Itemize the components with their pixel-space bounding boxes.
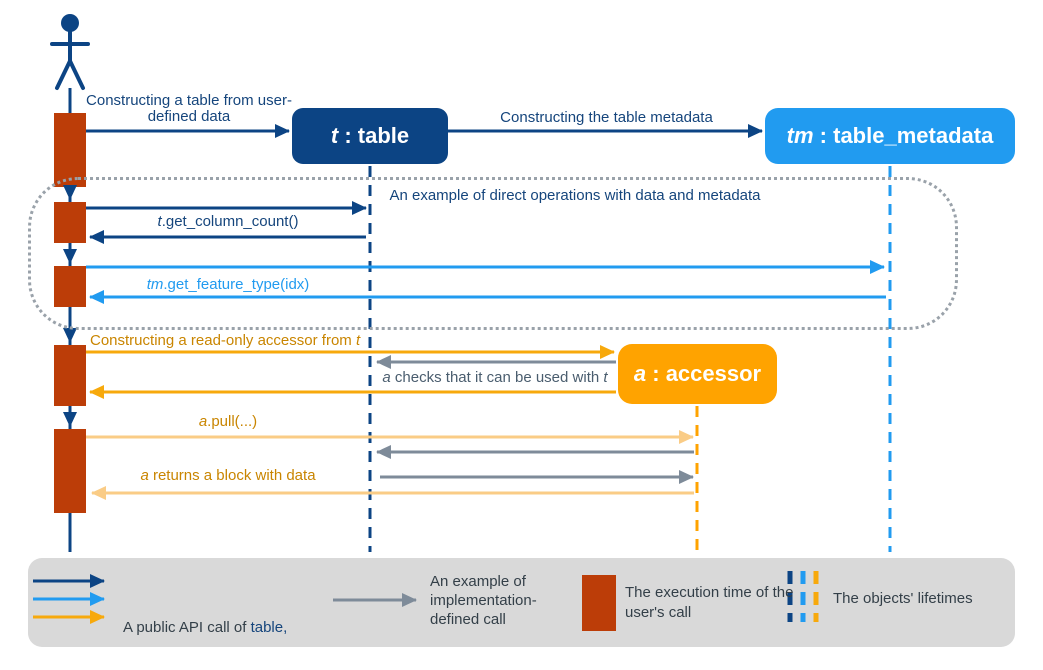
label-rest: .get_column_count() (161, 213, 299, 230)
actor-icon (50, 14, 90, 90)
object-separator: : (646, 361, 666, 386)
object-name: table (357, 123, 410, 148)
execution-block-5 (54, 429, 86, 513)
execution-block-4 (54, 345, 86, 406)
object-name: accessor (665, 361, 762, 386)
object-var: t (330, 123, 339, 148)
legend-text-part: A public API call of (123, 619, 251, 636)
label-get-column-count: t.get_column_count() (98, 214, 358, 230)
legend-exec-time-text: The execution time of the user's call (625, 584, 794, 621)
object-box-table: t : table (292, 108, 448, 164)
label-accessor-check: a checks that it can be used with t (378, 370, 612, 386)
label-var: a (382, 369, 391, 386)
object-box-accessor: a : accessor (618, 344, 777, 404)
legend-lifetimes-text: The objects' lifetimes (833, 590, 973, 607)
execution-block-1 (54, 113, 86, 187)
label-returns-block: a returns a block with data (98, 468, 358, 484)
label-text: checks that it can be used with (390, 369, 604, 386)
label-frame-title: An example of direct operations with dat… (389, 187, 761, 204)
label-var: a (198, 413, 208, 430)
label-rest: .pull(...) (207, 413, 258, 430)
object-box-table-metadata: tm : table_metadata (765, 108, 1015, 164)
object-separator: : (338, 123, 358, 148)
legend-impl-call-text: An example of implementation-defined cal… (430, 573, 537, 628)
legend-execution-swatch (582, 575, 616, 631)
object-separator: : (813, 123, 834, 148)
label-var: t (157, 213, 162, 230)
label-construct-metadata: Constructing the table metadata (500, 109, 713, 126)
label-var: t (355, 332, 361, 349)
object-name: table_metadata (833, 123, 994, 148)
legend-lifetime-swatch (787, 571, 819, 622)
legend-word-table: table, (250, 619, 288, 636)
label-pull: a.pull(...) (98, 414, 358, 430)
label-var2: t (603, 369, 608, 386)
legend-api-call-text: A public API call of table, table_metada… (123, 578, 308, 670)
object-var: a (633, 361, 647, 386)
label-var: a (140, 467, 149, 484)
label-var: tm (146, 276, 164, 293)
label-rest: .get_feature_type(idx) (163, 276, 310, 293)
label-text: Constructing a read-only accessor from (90, 332, 356, 349)
label-construct-table: Constructing a table from user-defined d… (86, 92, 292, 125)
frame-direct-operations (28, 177, 958, 330)
label-text: returns a block with data (148, 467, 316, 484)
object-var: tm (786, 123, 814, 148)
legend-panel (28, 558, 1015, 647)
legend-api-call-line1: A public API call of table, (123, 618, 308, 638)
label-construct-accessor: Constructing a read-only accessor from t (90, 333, 360, 349)
label-get-feature-type: tm.get_feature_type(idx) (98, 277, 358, 293)
